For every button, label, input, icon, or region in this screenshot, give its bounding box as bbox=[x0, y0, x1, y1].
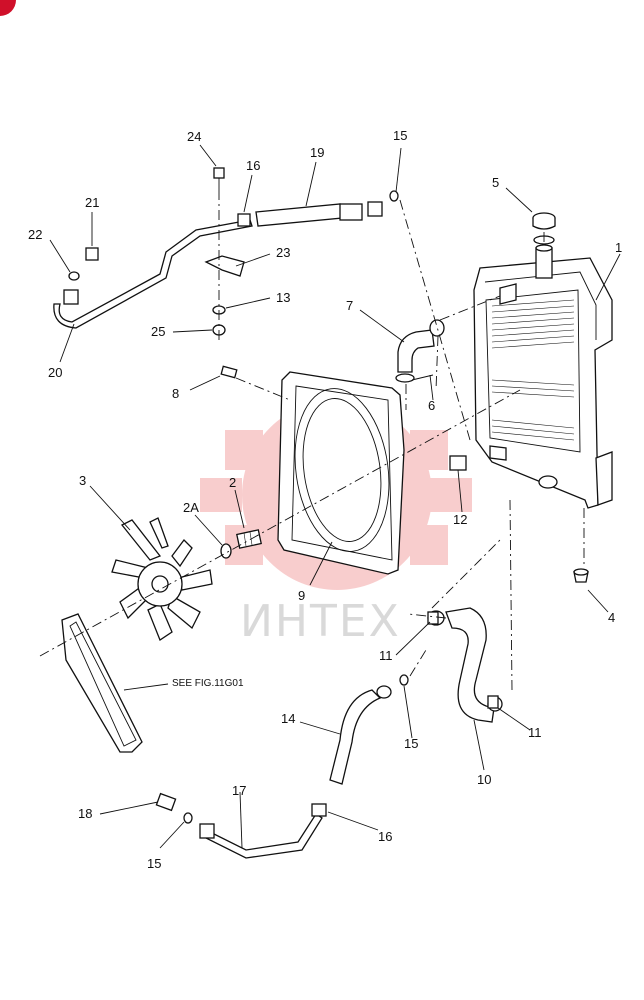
drain-plug bbox=[573, 568, 589, 583]
drain-cock-12 bbox=[449, 455, 467, 471]
callout-20: 20 bbox=[48, 365, 62, 380]
callout-21: 21 bbox=[85, 195, 99, 210]
heater-hose bbox=[329, 674, 409, 785]
callout-labels: 1 2 2A 3 4 5 6 7 8 9 10 11 11 12 13 14 1… bbox=[28, 128, 622, 871]
radiator bbox=[473, 244, 613, 509]
callout-2a: 2A bbox=[183, 500, 199, 515]
callout-18: 18 bbox=[78, 806, 92, 821]
callout-4: 4 bbox=[608, 610, 615, 625]
callout-17: 17 bbox=[232, 783, 246, 798]
see-fig-note: SEE FIG.11G01 bbox=[172, 678, 244, 689]
callout-7: 7 bbox=[346, 298, 353, 313]
callout-22: 22 bbox=[28, 227, 42, 242]
hose-clamps-11 bbox=[427, 611, 499, 709]
upper-hose bbox=[395, 319, 445, 383]
fan-spacer bbox=[236, 529, 262, 549]
corner-badge bbox=[0, 0, 16, 16]
callout-14: 14 bbox=[281, 711, 295, 726]
mounting-bracket bbox=[204, 255, 245, 277]
callout-19: 19 bbox=[310, 145, 324, 160]
callout-15-top: 15 bbox=[393, 128, 407, 143]
callout-16-bottom: 16 bbox=[378, 829, 392, 844]
callout-8: 8 bbox=[172, 386, 179, 401]
cooling-fan bbox=[111, 517, 213, 641]
fitting-21 bbox=[68, 247, 99, 281]
leader-lines bbox=[49, 144, 621, 849]
callout-1: 1 bbox=[615, 240, 622, 255]
callout-11-left: 11 bbox=[379, 648, 393, 663]
callout-13: 13 bbox=[276, 290, 290, 305]
callout-23: 23 bbox=[276, 245, 290, 260]
callout-2: 2 bbox=[229, 475, 236, 490]
coolant-tube-lower bbox=[183, 803, 327, 859]
watermark-text: ИНТЕХ bbox=[240, 596, 401, 647]
callout-6: 6 bbox=[428, 398, 435, 413]
callout-10: 10 bbox=[477, 772, 491, 787]
callout-16-top: 16 bbox=[246, 158, 260, 173]
clamp-16-upper bbox=[237, 213, 251, 227]
callout-15-mid: 15 bbox=[404, 736, 418, 751]
alignment-lines bbox=[39, 190, 585, 691]
fan-shroud bbox=[277, 371, 405, 575]
fitting-18 bbox=[155, 792, 177, 812]
callout-11-right: 11 bbox=[528, 725, 542, 740]
callout-5: 5 bbox=[492, 175, 499, 190]
callout-15-bottom: 15 bbox=[147, 856, 161, 871]
callout-3: 3 bbox=[79, 473, 86, 488]
coolant-tube-upper bbox=[53, 219, 253, 329]
callout-24: 24 bbox=[187, 129, 201, 144]
bolt-24 bbox=[213, 167, 225, 190]
callout-25: 25 bbox=[151, 324, 165, 339]
callout-9: 9 bbox=[298, 588, 305, 603]
spacer-washer bbox=[220, 543, 232, 559]
bypass-hose bbox=[255, 190, 399, 227]
fan-belt bbox=[61, 613, 143, 753]
bolt-8 bbox=[220, 365, 238, 379]
callout-12: 12 bbox=[453, 512, 467, 527]
